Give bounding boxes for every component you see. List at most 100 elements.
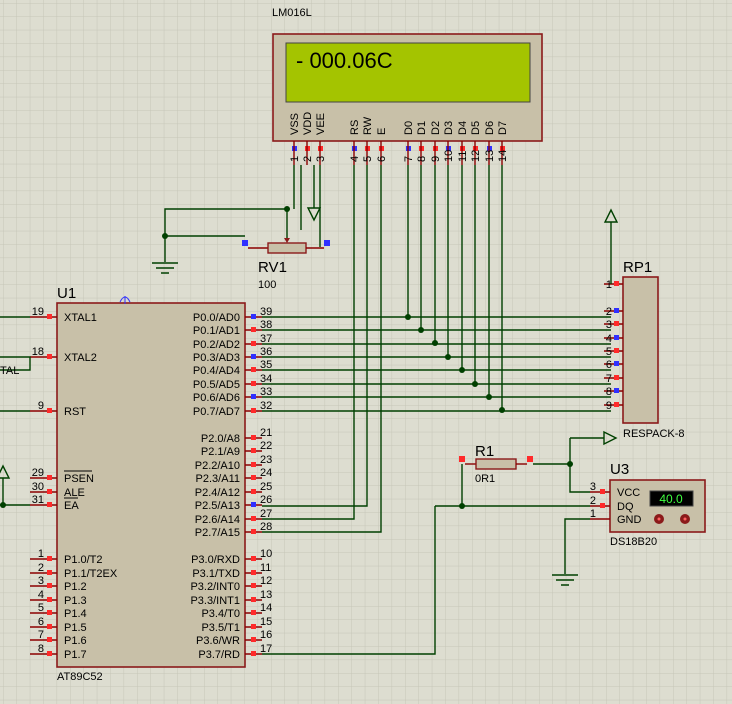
u1-pin-name: P3.0/RXD	[191, 554, 240, 566]
rp1-pin-number: 1	[606, 279, 612, 291]
u1-pin-dot	[251, 408, 256, 413]
lcd-pin-label: E	[376, 128, 388, 135]
r1-resistor[interactable]: R1 0R1	[459, 443, 533, 485]
lcd-pin-label: D1	[416, 121, 428, 135]
rp1-pin-number: 2	[606, 306, 612, 318]
u3-pin-label: VCC	[617, 487, 640, 499]
u3-ground-icon	[552, 574, 578, 586]
u1-pin-name: RST	[64, 406, 86, 418]
u1-pin-number: 27	[260, 508, 272, 520]
u1-pin-dot	[251, 475, 256, 480]
u1-pin-number: 15	[260, 616, 272, 628]
u1-pin-dot	[47, 556, 52, 561]
u1-pin-dot	[251, 637, 256, 642]
u1-pin-number: 35	[260, 359, 272, 371]
u1-pin-number: 6	[38, 616, 44, 628]
rv1-body	[267, 242, 307, 254]
lcd-pin-label: D0	[403, 121, 415, 135]
rp1-part: RESPACK-8	[623, 428, 685, 440]
r1-value: 0R1	[475, 473, 495, 485]
lcd-pin-number: 3	[315, 156, 327, 162]
lcd-pin-number: 13	[484, 150, 496, 162]
u1-pin-dot	[251, 354, 256, 359]
u1-pin-number: 32	[260, 400, 272, 412]
u1-pin-dot	[251, 624, 256, 629]
u1-pin-dot	[251, 570, 256, 575]
u3-readout[interactable]: 40.0	[659, 492, 683, 506]
u1-pin-dot	[251, 381, 256, 386]
u1-pin-dot	[251, 583, 256, 588]
u1-part: AT89C52	[57, 671, 103, 683]
u1-pin-name: P2.0/A8	[201, 433, 240, 445]
u1-pin-number: 1	[38, 548, 44, 560]
u1-pin-number: 19	[32, 306, 44, 318]
u1-pin-name: EA	[64, 500, 79, 512]
lcd-pin-number: 9	[430, 156, 442, 162]
rp1-pin-dot	[614, 321, 619, 326]
rp1-pin-number: 5	[606, 346, 612, 358]
u1-pin-dot	[47, 637, 52, 642]
u1-pin-name: P2.3/A11	[196, 473, 240, 485]
lcd-display-text: - 000.06C	[296, 48, 393, 73]
u3-pin-label: GND	[617, 514, 642, 526]
u1-pin-number: 28	[260, 521, 272, 533]
lcd-ground-icon	[152, 262, 178, 274]
lcd-pins: VSS1VDD2VEE3RS4RW5E6D07D18D29D310D411D51…	[289, 112, 509, 165]
u1-pin-name: P1.7	[64, 649, 87, 661]
u1-pin-name: XTAL1	[64, 312, 97, 324]
u1-pin-number: 13	[260, 589, 272, 601]
lcd-pin-label: VEE	[315, 113, 327, 135]
u1-pin-name: P0.3/AD3	[193, 352, 240, 364]
sensor-wiring	[262, 430, 618, 655]
rv1-value: 100	[258, 279, 276, 291]
u1-left-wiring: TAL	[0, 316, 31, 508]
rp1-pin-dot	[614, 348, 619, 353]
lcd-pin-number: 12	[470, 150, 482, 162]
rv1-potentiometer[interactable]: RV1 100	[242, 238, 330, 291]
u1-pin-dot	[47, 489, 52, 494]
u1-pin-number: 33	[260, 386, 272, 398]
u1-pin-dot	[47, 314, 52, 319]
lcd-vdd-power-icon	[306, 207, 322, 222]
u1-pin-number: 21	[260, 427, 272, 439]
lcd-pin-label: RS	[349, 120, 361, 135]
p0-bus-wiring	[262, 316, 611, 412]
u3-pin-number: 2	[590, 495, 596, 507]
u1-pin-number: 29	[32, 467, 44, 479]
u1-pin-number: 10	[260, 548, 272, 560]
lcd-pin-label: RW	[362, 116, 374, 135]
u1-pin-dot	[251, 367, 256, 372]
u1-pin-dot	[251, 448, 256, 453]
u1-pin-dot	[251, 314, 256, 319]
u1-pin-number: 14	[260, 602, 272, 614]
u1-pin-name: P3.1/TXD	[192, 568, 240, 580]
u1-pin-number: 12	[260, 575, 272, 587]
u1-pin-dot	[47, 408, 52, 413]
u1-pin-name: P0.0/AD0	[193, 312, 240, 324]
u1-ref: U1	[57, 285, 76, 302]
u3-readout-box	[649, 490, 694, 507]
lcd-lm016l[interactable]: LM016L - 000.06C VSS1VDD2VEE3RS4RW5E6D07…	[272, 7, 543, 165]
u1-pin-dot	[251, 516, 256, 521]
u3-power-icon	[603, 430, 618, 446]
u1-pin-name: P3.4/T0	[201, 608, 240, 620]
u1-pin-dot	[47, 583, 52, 588]
u1-pin-number: 34	[260, 373, 272, 385]
u1-pin-dot	[251, 502, 256, 507]
u1-pin-dot	[251, 597, 256, 602]
rp1-pin-number: 4	[606, 333, 612, 345]
lcd-screen	[285, 42, 531, 103]
lcd-pin-number: 7	[403, 156, 415, 162]
u1-pin-number: 37	[260, 333, 272, 345]
u1-pin-name: P1.5	[64, 622, 87, 634]
rp1-pin-number: 8	[606, 386, 612, 398]
u1-pin-number: 26	[260, 494, 272, 506]
u1-pin-dot	[47, 624, 52, 629]
